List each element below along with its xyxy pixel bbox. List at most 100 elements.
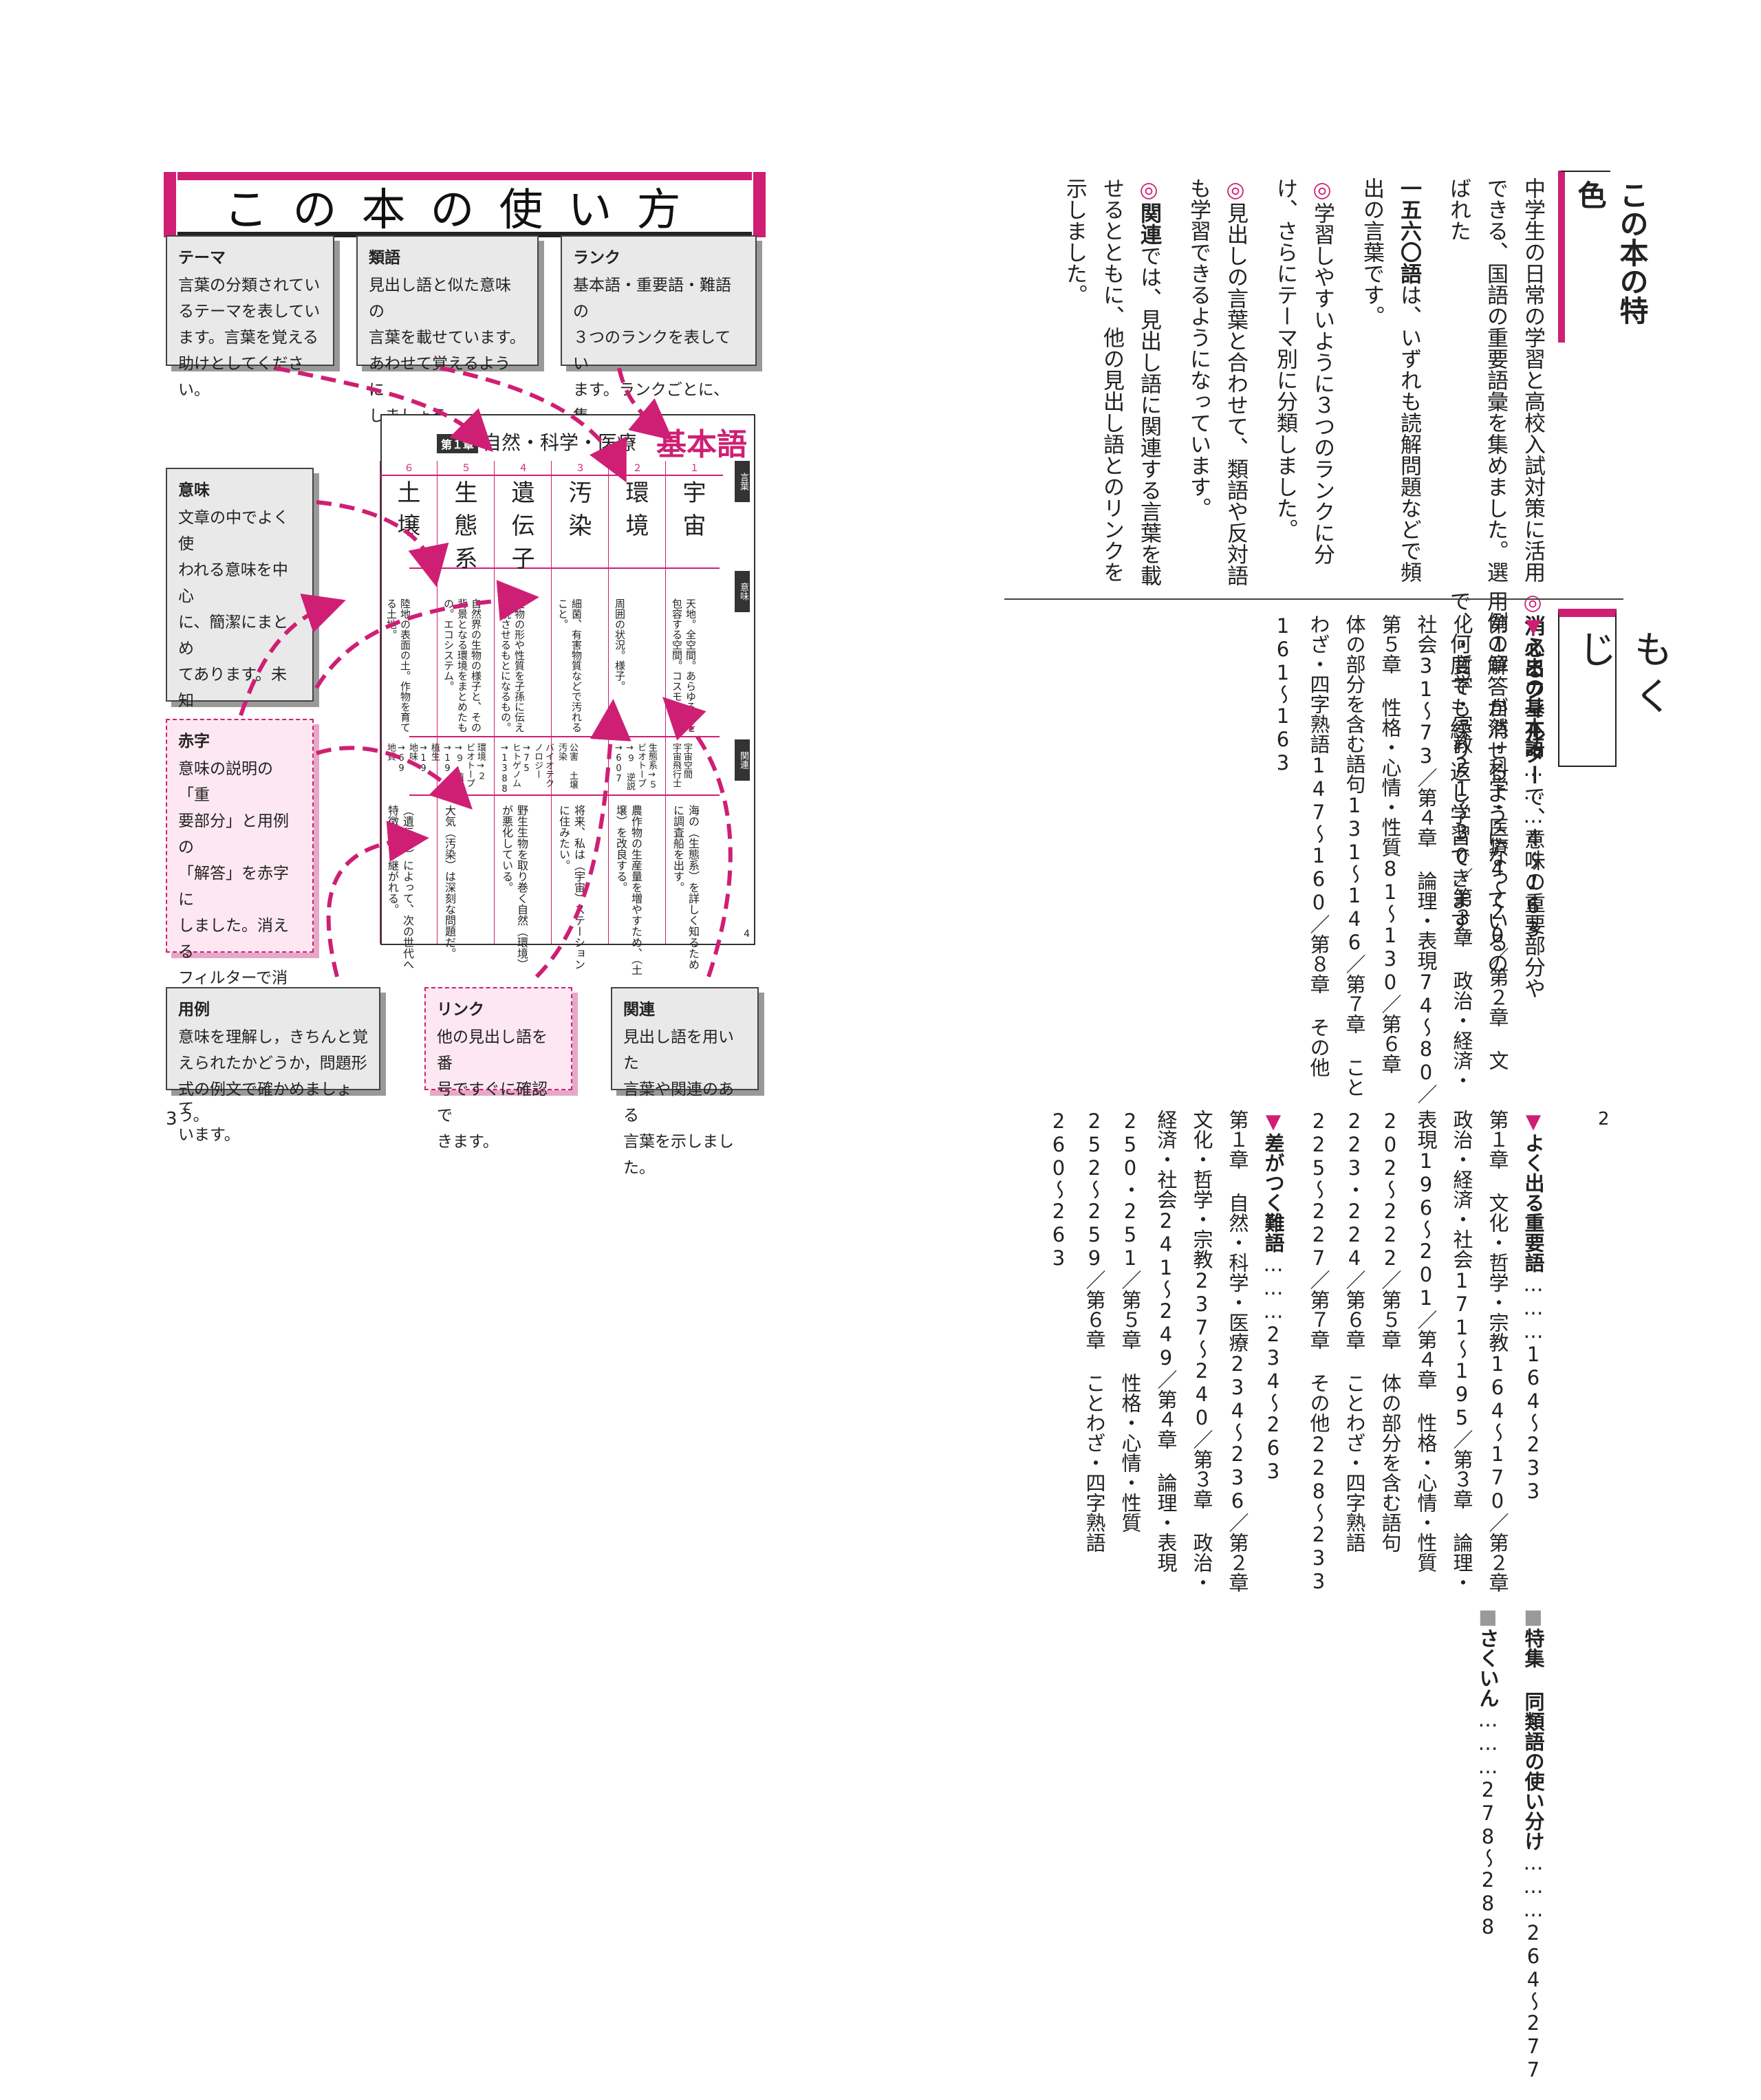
entry-number: ４: [495, 461, 552, 476]
feature-bullet: ◎: [1520, 590, 1545, 615]
entry-related: 生態系→５ ビオトープ→９ 逆説→607: [614, 743, 657, 790]
arrow-layer: [239, 366, 733, 979]
entry-example: 将来、私は（宇宙）ステーションに住みたい。: [557, 805, 585, 970]
toc-marker-icon: ■: [1476, 1605, 1500, 1628]
arrow-related: [662, 697, 733, 977]
toc-title: もくじ: [1572, 629, 1672, 723]
feature-text: 見出しの言葉と合わせて、類語や反対語も学習できるようになっています。: [1186, 177, 1248, 586]
tab-related: 関連: [735, 739, 750, 781]
feature-text: では、見出し語に関連する言葉を載せるとともに、他の見出し語とのリンクを示しました…: [1062, 177, 1161, 586]
feature-lead: 一五六〇語: [1396, 177, 1421, 284]
feature-lead: 消えるフィルター: [1520, 615, 1545, 786]
entry-meaning: 周囲の状況。様子。: [614, 598, 626, 691]
callout-example: 用例 意味を理解し，きちんと覚 えられたかどうか，問題形 式の例文で確かめましょ…: [166, 987, 380, 1125]
toc-heading: 差がつく難語: [1262, 1133, 1285, 1253]
feature-item: 一五六〇語は、いずれも読解問題などで頻出の言葉です。: [1353, 177, 1427, 590]
entry-meaning: 陸地の表面の土。作物を育てる土地。: [385, 598, 411, 733]
entry-example: 海の（生態系）を詳しく知るために調査船を出す。: [671, 805, 700, 970]
sample-entry-column: ３ 汚染細菌、有害物質などで汚れること。公害 土壌汚染将来、私は（宇宙）ステーショ…: [551, 461, 609, 970]
arrow-red-2: [316, 746, 473, 810]
entry-meaning: 自然界の生物の様子と、その背景となる環境をまとめたもの。エコシステム。: [442, 598, 482, 733]
toc-pages: 4〜163: [1522, 827, 1545, 941]
features-heading: この本の特色: [1558, 171, 1649, 343]
entry-number: １: [666, 461, 723, 476]
entry-related: 公害 土壌汚染: [557, 743, 578, 789]
feature-text: は、いずれも読解問題などで頻出の言葉です。: [1359, 177, 1421, 583]
toc-leader: ………: [1522, 1851, 1545, 1921]
toc-detail: 第１章 自然・科学・医療4〜20／第２章 文化・哲学・宗教21〜30／第３章 政…: [1271, 614, 1509, 1104]
arrow-meaning: [316, 500, 449, 587]
toc-heading: よく出る重要語: [1522, 1133, 1545, 1273]
arrow-theme: [274, 366, 493, 452]
toc-marker-icon: ■: [1522, 1605, 1545, 1628]
callout-link: リンク 他の見出し語を番 号ですぐに確認で きます。: [424, 987, 572, 1151]
arrow-red-1: [314, 580, 539, 689]
arrow-synonym: [440, 366, 627, 483]
toc-heading: 必出の基本語: [1522, 638, 1545, 757]
entry-number: ３: [552, 461, 609, 476]
toc-heading: さくいん: [1476, 1628, 1500, 1708]
entry-word: 宇宙: [678, 480, 706, 546]
entry-word: 生態系: [450, 480, 477, 579]
toc-pages: 264〜277: [1522, 1921, 1545, 2081]
page-number-right: 2: [1598, 1109, 1610, 1129]
entry-word: 環境: [621, 480, 649, 546]
entry-meaning: 生物の形や性質を子孫に伝え発現させるもとになるもの。: [499, 598, 526, 733]
entry-word: 汚染: [564, 480, 592, 546]
callout-related: 関連 見出し語を用いた 言葉や関連のある 言葉を示しました。: [611, 987, 759, 1177]
feature-text: 中学生の日常の学習と高校入試対策に活用できる、国語の重要語彙を集めました。選ばれ…: [1446, 177, 1545, 583]
entry-meaning: 細菌、有害物質などで汚れること。: [557, 598, 583, 733]
toc-leader: ………: [1262, 1253, 1285, 1323]
entry-related: バイオテクノロジー→75 ヒトゲノム→1388: [499, 743, 554, 794]
entry-word: 遺伝子: [507, 480, 534, 579]
entry-number: ２: [609, 461, 666, 476]
toc-leader: ………: [1522, 757, 1545, 827]
feature-item: ◎消えるフィルターで、意味の重要部分や用例の解答が消せるようになっているので、何…: [1440, 590, 1551, 1003]
feature-item: ◎関連では、見出し語に関連する言葉を載せるとともに、他の見出し語とのリンクを示し…: [1056, 177, 1167, 590]
entry-example: 野生生物を取り巻く自然（環境）が悪化している。: [500, 805, 528, 970]
entry-related: 宇宙空間 宇宙飛行士: [671, 743, 692, 788]
page-divider: [1004, 598, 1623, 600]
feature-text: で、意味の重要部分や用例の解答が消せるようになっているので、何度でも繰り返し学習…: [1446, 590, 1545, 999]
feature-bullet: ◎: [1310, 177, 1335, 202]
toc-heading: もくじ: [1558, 609, 1672, 767]
feature-bullet: ◎: [1223, 177, 1248, 202]
toc-marker-icon: ▼: [1262, 1109, 1285, 1133]
feature-bullet: ◎: [1136, 177, 1161, 202]
toc-leader: ………: [1476, 1708, 1500, 1778]
feature-lead: 関連: [1136, 202, 1161, 245]
toc-section: ▼差がつく難語………234〜263 第１章 自然・科学・医療234〜236／第２章…: [1041, 1109, 1291, 1605]
sample-corner-page: 4: [744, 929, 750, 940]
entry-example: 大気（汚染）は深刻な問題だ。: [443, 805, 456, 959]
entry-example: 農作物の生産量を増やすため、（土壌）を改良する。: [614, 805, 642, 975]
feature-item: ◎学習しやすいように３つのランクに分け、さらにテーマ別に分類しました。: [1266, 177, 1341, 590]
toc-pages: 164〜233: [1522, 1343, 1545, 1503]
features-title: この本の特色: [1573, 180, 1649, 325]
arrow-rank: [617, 367, 673, 441]
toc-detail: 第１章 自然・科学・医療234〜236／第２章 文化・哲学・宗教237〜240／…: [1047, 1109, 1249, 1592]
arrow-example: [326, 821, 429, 977]
arrow-meaning-2: [239, 593, 346, 716]
page-number-left: 3: [166, 1109, 177, 1129]
feature-text: 学習しやすいように３つのランクに分け、さらにテーマ別に分類しました。: [1273, 177, 1335, 565]
arrow-link: [534, 699, 631, 979]
howto-title: この本の使い方: [164, 172, 766, 237]
tab-word: 言葉: [735, 461, 750, 502]
sample-entry-column: ４ 遺伝子生物の形や性質を子孫に伝え発現させるもとになるもの。バイオテクノロジー→…: [494, 461, 554, 970]
toc-pages: 278〜288: [1476, 1778, 1500, 1938]
feature-item: 中学生の日常の学習と高校入試対策に活用できる、国語の重要語彙を集めました。選ばれ…: [1440, 177, 1551, 590]
toc-pages: 234〜263: [1262, 1323, 1285, 1483]
entry-number: ６: [380, 461, 437, 476]
toc-section: ■特集 同類語の使い分け………264〜277: [1515, 1605, 1551, 2100]
toc-section: ■さくいん………278〜288: [1470, 1605, 1506, 2100]
callout-rank: ランク 基本語・重要語・難語の ３つのランクを表してい ます。ランクごとに、集 …: [561, 235, 757, 451]
howto-title-text: この本の使い方: [177, 172, 752, 237]
features-list: 中学生の日常の学習と高校入試対策に活用できる、国語の重要語彙を集めました。選ばれ…: [1008, 177, 1551, 999]
toc-marker-icon: ▼: [1522, 1109, 1545, 1133]
